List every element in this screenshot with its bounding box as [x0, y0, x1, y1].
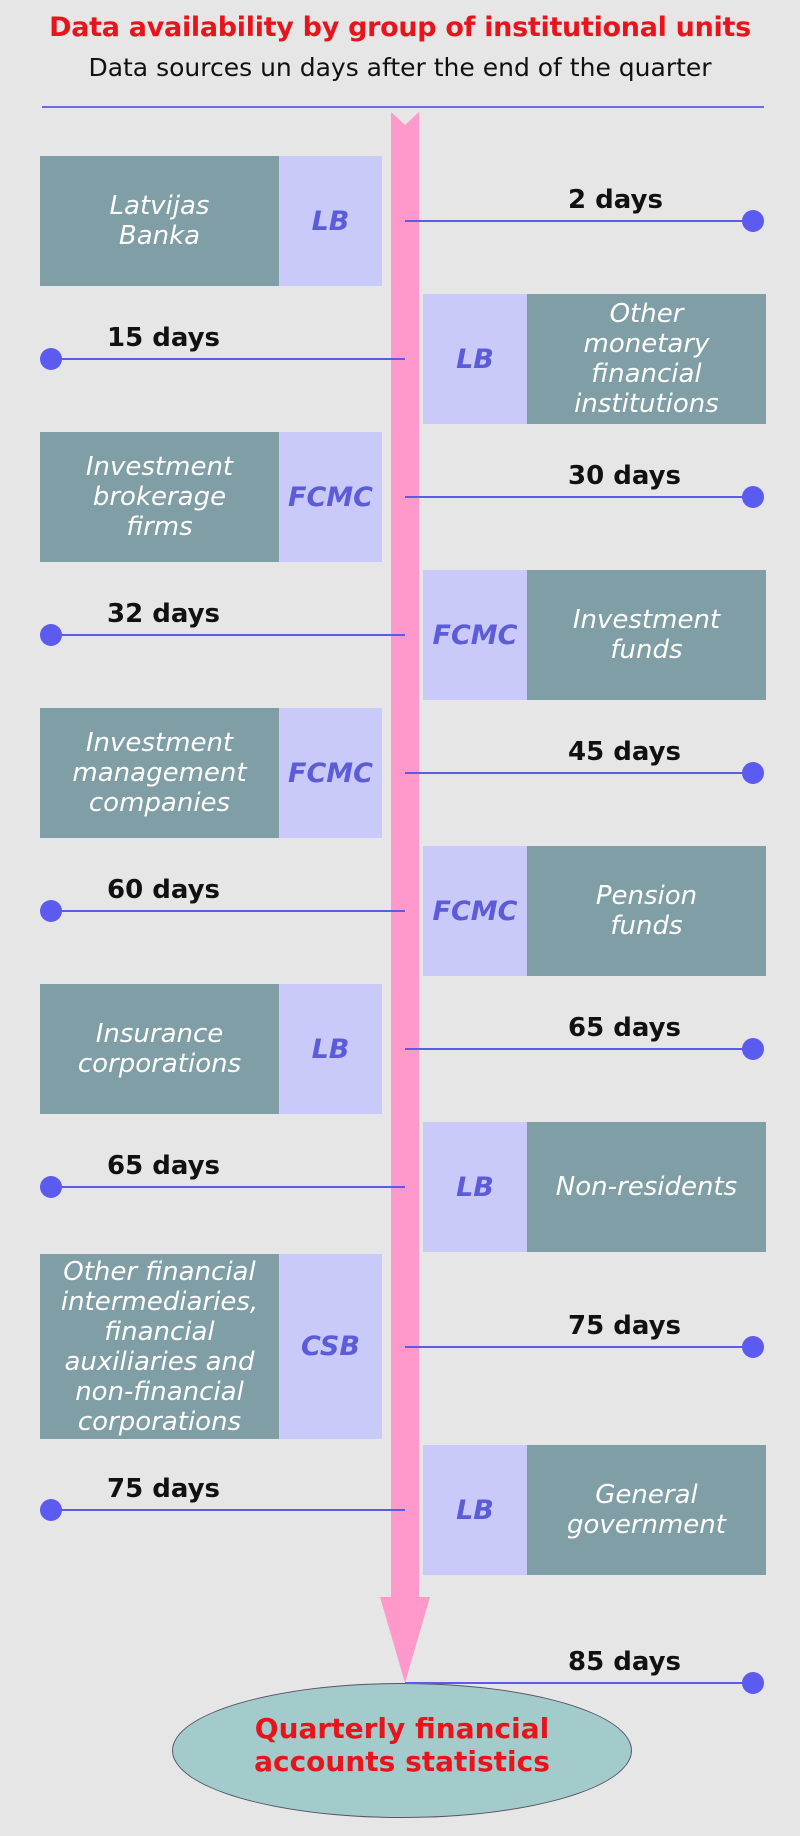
- institution-box: Investment funds: [527, 570, 766, 700]
- final-connector-line: [405, 1682, 753, 1684]
- days-label: 30 days: [568, 461, 682, 491]
- endpoint-dot: [40, 1176, 62, 1198]
- final-days-label: 85 days: [568, 1647, 682, 1677]
- institution-box: Other monetary financial institutions: [527, 294, 766, 424]
- source-box: CSB: [279, 1254, 382, 1439]
- connector-line: [52, 910, 405, 912]
- source-box: LB: [423, 1122, 527, 1252]
- endpoint-dot: [742, 486, 764, 508]
- connector-line: [405, 772, 753, 774]
- connector-line: [52, 358, 405, 360]
- result-label: Quarterly financial accounts statistics: [254, 1712, 550, 1778]
- institution-box: Pension funds: [527, 846, 766, 976]
- days-label: 65 days: [568, 1013, 682, 1043]
- source-box: FCMC: [423, 570, 527, 700]
- connector-line: [405, 1345, 753, 1348]
- endpoint-dot: [40, 348, 62, 370]
- page-title: Data availability by group of institutio…: [49, 12, 751, 43]
- connector-line: [52, 1509, 405, 1511]
- source-box: FCMC: [279, 432, 382, 562]
- institution-box: General government: [527, 1445, 766, 1575]
- endpoint-dot: [742, 210, 764, 232]
- institution-box: Non-residents: [527, 1122, 766, 1252]
- source-box: FCMC: [423, 846, 527, 976]
- page-subtitle: Data sources un days after the end of th…: [88, 53, 712, 82]
- endpoint-dot: [40, 900, 62, 922]
- days-label: 2 days: [568, 185, 663, 215]
- days-label: 65 days: [107, 1151, 221, 1181]
- timeline-arrow-shaft: [391, 112, 419, 1598]
- result-ellipse: [172, 1683, 632, 1818]
- connector-line: [52, 1186, 405, 1188]
- days-label: 75 days: [107, 1474, 221, 1504]
- institution-box: Latvijas Banka: [40, 156, 279, 286]
- final-endpoint-dot: [742, 1672, 764, 1694]
- days-label: 32 days: [107, 599, 221, 629]
- source-box: FCMC: [279, 708, 382, 838]
- source-box: LB: [423, 1445, 527, 1575]
- connector-line: [405, 1048, 753, 1050]
- days-label: 45 days: [568, 737, 682, 767]
- endpoint-dot: [40, 624, 62, 646]
- days-label: 75 days: [568, 1310, 682, 1341]
- institution-box: Investment brokerage firms: [40, 432, 279, 562]
- institution-box: Other financial intermediaries, financia…: [40, 1254, 279, 1439]
- institution-box: Investment management companies: [40, 708, 279, 838]
- endpoint-dot: [742, 1335, 764, 1358]
- source-box: LB: [423, 294, 527, 424]
- days-label: 60 days: [107, 875, 221, 905]
- endpoint-dot: [742, 762, 764, 784]
- source-box: LB: [279, 156, 382, 286]
- institution-box: Insurance corporations: [40, 984, 279, 1114]
- connector-line: [405, 220, 753, 222]
- endpoint-dot: [742, 1038, 764, 1060]
- timeline-arrow-head: [380, 1597, 430, 1683]
- source-box: LB: [279, 984, 382, 1114]
- connector-line: [52, 634, 405, 636]
- top-divider: [42, 106, 764, 108]
- days-label: 15 days: [107, 323, 221, 353]
- connector-line: [405, 496, 753, 498]
- endpoint-dot: [40, 1499, 62, 1521]
